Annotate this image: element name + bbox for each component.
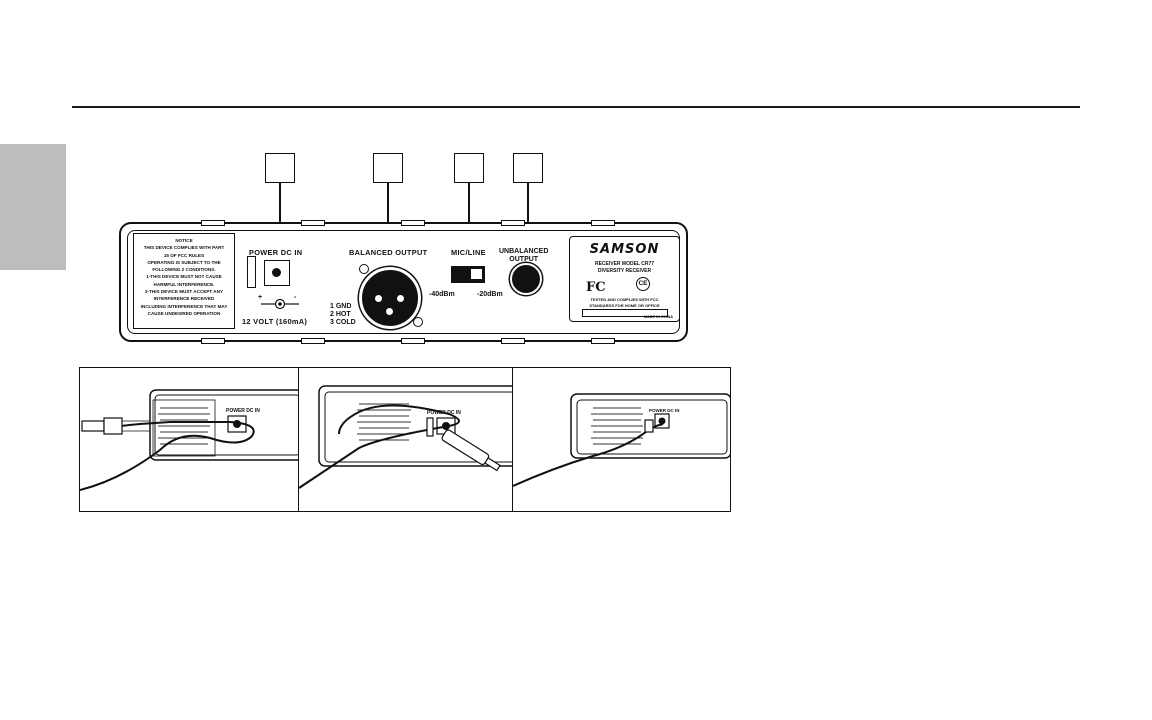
xlr-pin-icon	[375, 295, 382, 302]
routing-step-3-illustration: POWER DC IN	[513, 368, 730, 511]
serial-number-box	[582, 309, 668, 317]
illustration-divider	[512, 368, 514, 511]
routing-step-3-drawing	[513, 393, 730, 487]
polarity-symbol-icon	[261, 298, 299, 310]
section-side-tab	[0, 144, 66, 270]
voltage-label: 12 VOLT (160mA)	[242, 317, 308, 326]
illustration-divider	[298, 368, 300, 511]
compliance-text: TESTED AND COMPLIES WITH FCC STANDARDS F…	[589, 297, 660, 308]
callout-box-micline	[454, 153, 484, 183]
unbalanced-output-label: UNBALANCED OUTPUT	[499, 248, 549, 263]
callout-box-power	[265, 153, 295, 183]
panel-vent-notch	[591, 220, 615, 226]
panel-vent-notch	[301, 338, 325, 344]
mic-line-label: MIC/LINE	[451, 248, 486, 257]
polarity-plus: +	[258, 294, 263, 301]
power-dc-in-label: POWER DC IN	[249, 248, 303, 257]
cable-routing-illustrations: POWER DC IN POWER DC IN	[79, 367, 731, 512]
made-in-label: MADE IN CHINA	[643, 315, 673, 319]
receiver-rear-panel: NOTICE THIS DEVICE COMPLIES WITH PART 15…	[119, 220, 688, 344]
panel-vent-notch	[201, 338, 225, 344]
fcc-logo: FC	[586, 280, 606, 295]
panel-vent-notch	[501, 338, 525, 344]
ce-mark: CE	[636, 277, 650, 291]
routing-step-1-drawing	[80, 389, 298, 491]
xlr-pin-icon	[397, 295, 404, 302]
xlr-output-connector	[359, 267, 421, 329]
panel-vent-notch	[401, 338, 425, 344]
product-label-plate: SAMSON RECEIVER MODEL CR77 DIVERSITY REC…	[569, 236, 680, 322]
xlr-screw-icon	[413, 317, 423, 327]
power-dc-in-mini-label: POWER DC IN	[427, 410, 461, 416]
xlr-screw-icon	[359, 264, 369, 274]
mic-line-switch	[451, 266, 485, 283]
panel-vent-notch	[401, 220, 425, 226]
fcc-notice: NOTICE THIS DEVICE COMPLIES WITH PART 15…	[133, 233, 235, 329]
mic-level-label: -40dBm	[429, 291, 455, 298]
xlr-pin-icon	[386, 308, 393, 315]
model-text: RECEIVER MODEL CR77 DIVERSITY RECEIVER	[594, 261, 655, 274]
power-switch-slot	[247, 256, 256, 288]
routing-step-2-illustration: POWER DC IN	[299, 368, 512, 511]
panel-vent-notch	[201, 220, 225, 226]
power-dc-in-mini-label: POWER DC IN	[226, 408, 260, 414]
panel-vent-notch	[591, 338, 615, 344]
panel-vent-notch	[501, 220, 525, 226]
routing-step-2-drawing	[299, 385, 512, 489]
xlr-pin-legend: 1 GND 2 HOT 3 COLD	[330, 303, 356, 326]
balanced-output-label: BALANCED OUTPUT	[349, 248, 428, 257]
line-level-label: -20dBm	[477, 291, 503, 298]
brand-logo: SAMSON	[589, 242, 660, 257]
polarity-minus: -	[294, 294, 297, 301]
power-dc-jack	[264, 260, 290, 286]
callout-box-balanced	[373, 153, 403, 183]
panel-vent-notch	[301, 220, 325, 226]
unbalanced-output-jack	[510, 263, 542, 295]
power-dc-in-mini-label: POWER DC IN	[649, 408, 680, 413]
callout-box-unbalanced	[513, 153, 543, 183]
routing-step-1-illustration: POWER DC IN	[80, 368, 298, 511]
header-rule	[72, 106, 1080, 108]
